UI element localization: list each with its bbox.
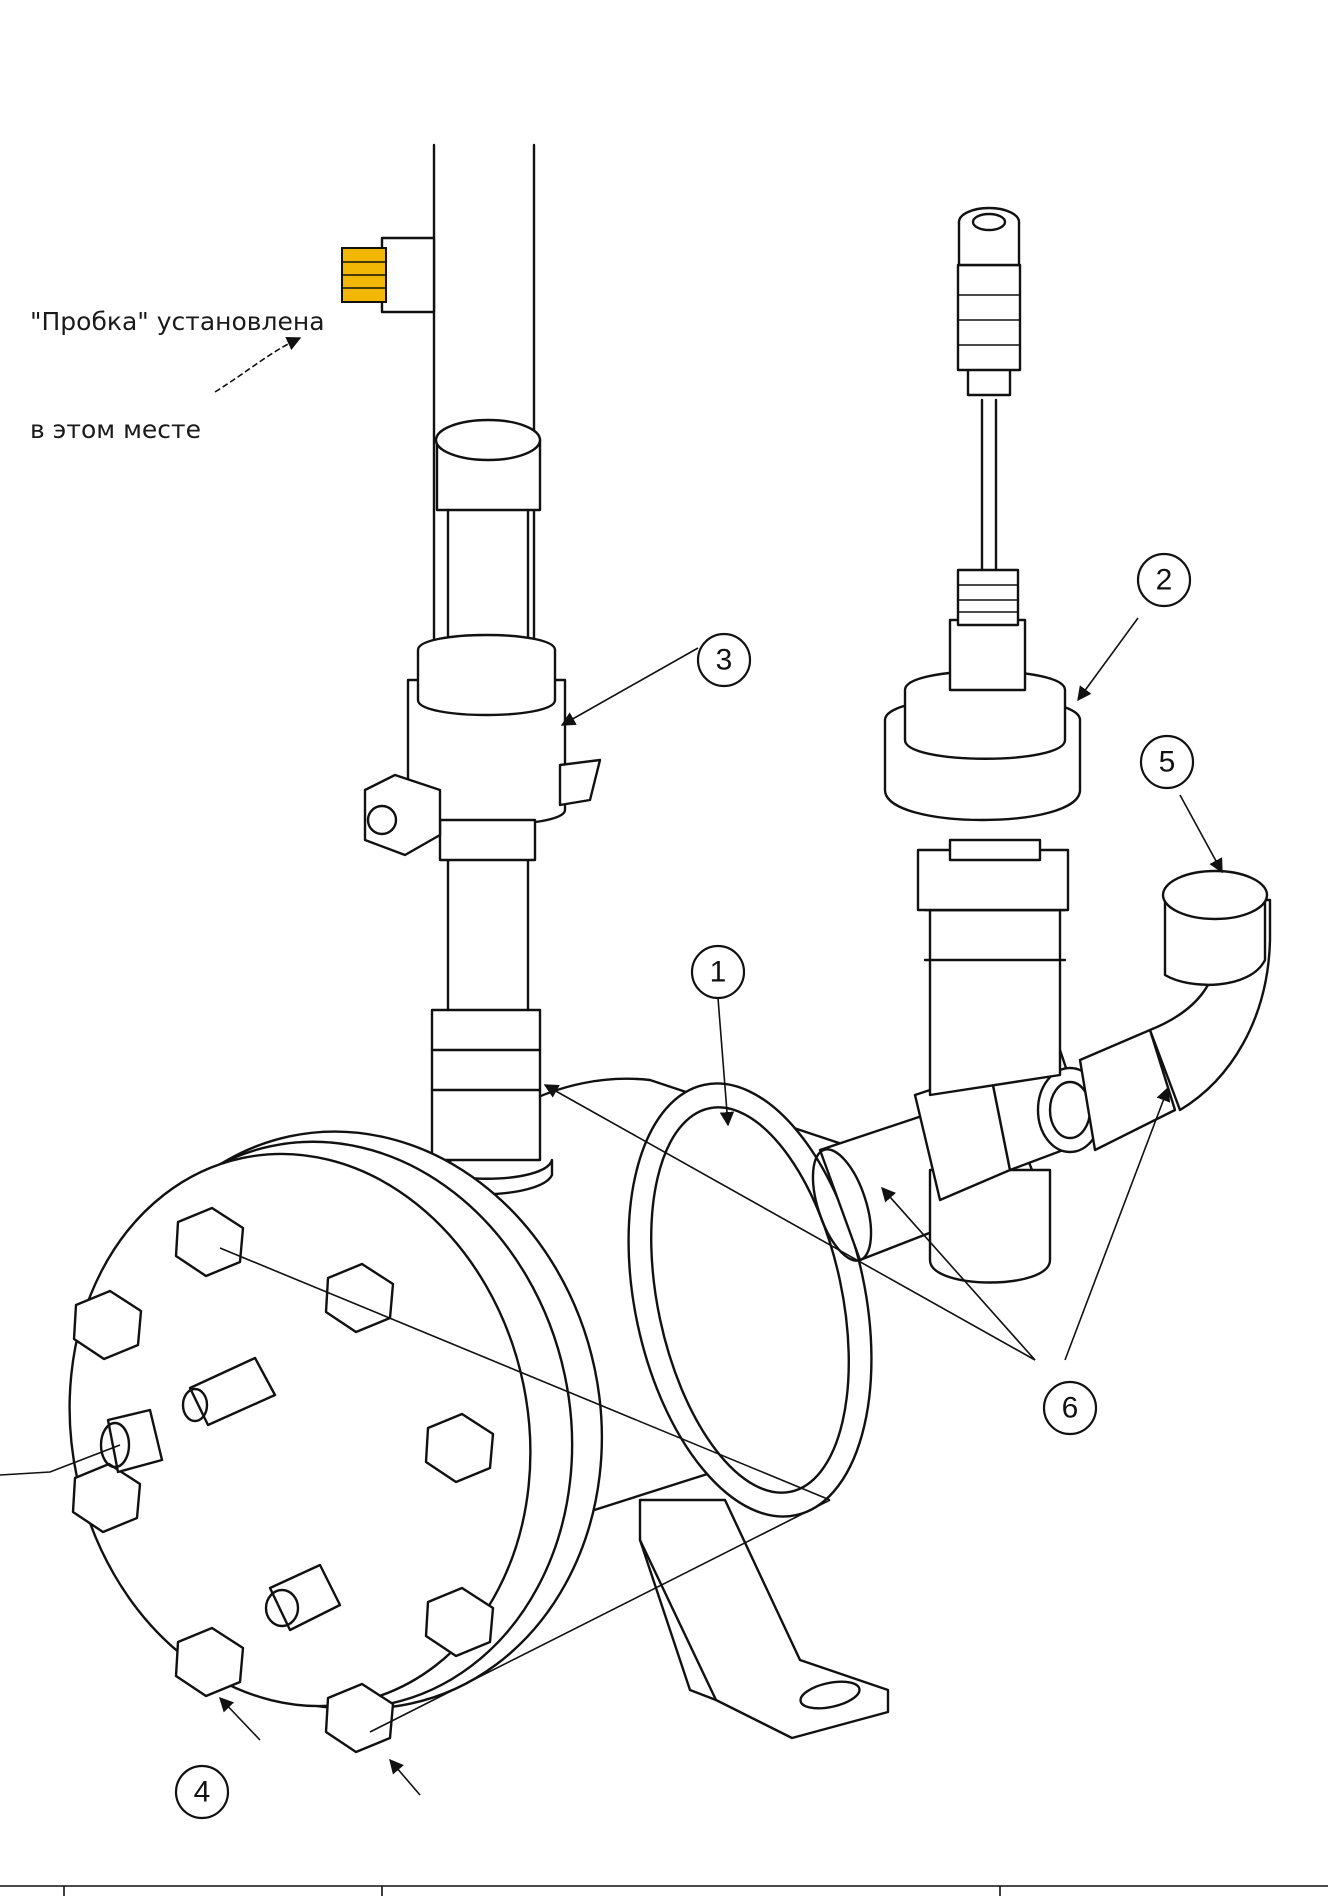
callout-2-label: 2: [1156, 564, 1173, 597]
callout-5-label: 5: [1159, 746, 1176, 779]
flange-bolts: [71, 1206, 495, 1754]
cover-fittings: [99, 1356, 342, 1632]
callout-5: 5: [1139, 734, 1195, 790]
note-line-2: в этом месте: [30, 415, 201, 444]
plug-location-note: "Пробка" установлена в этом месте: [30, 232, 325, 484]
callout-6: 6: [1042, 1380, 1098, 1436]
front-cover-flange: [68, 1130, 604, 1710]
leader-lines: [0, 336, 1223, 1796]
drawing-frame: [0, 1885, 1328, 1896]
outlet-pipe-assembly: [811, 869, 1272, 1284]
callout-1-label: 1: [710, 956, 727, 989]
callout-4: 4: [174, 1764, 230, 1820]
plug-marker: [341, 236, 436, 314]
callout-1: 1: [690, 944, 746, 1000]
callout-3: 3: [696, 632, 752, 688]
callout-6-label: 6: [1062, 1392, 1079, 1425]
callout-4-label: 4: [194, 1776, 211, 1809]
pressure-sensor: [883, 206, 1082, 912]
ball-valve: [363, 633, 602, 862]
note-line-1: "Пробка" установлена: [30, 307, 325, 336]
mounting-bracket: [638, 1498, 890, 1740]
callout-3-label: 3: [716, 644, 733, 677]
callout-2: 2: [1136, 552, 1192, 608]
